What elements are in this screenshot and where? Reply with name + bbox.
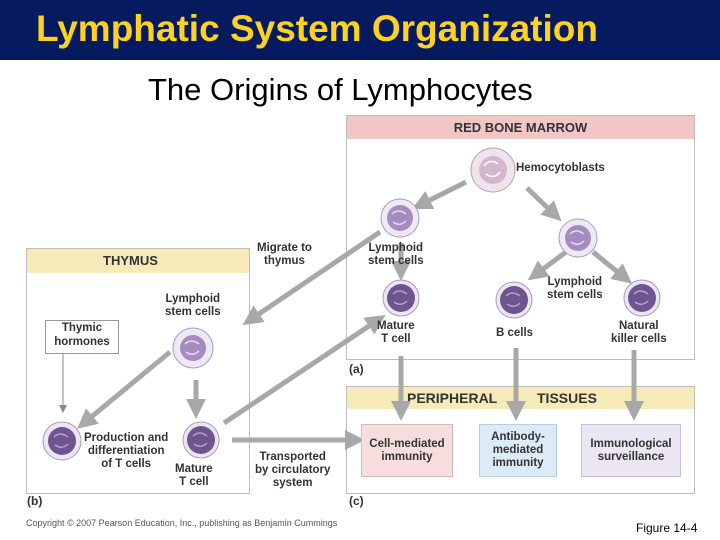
panel-c-label: (c) (349, 494, 364, 508)
red-bone-marrow-panel: RED BONE MARROW (346, 115, 695, 360)
b-cell (495, 281, 533, 319)
antibody-mediated-immunity-box: Antibody- mediated immunity (479, 424, 557, 477)
natural-killer-cells-label: Natural killer cells (611, 320, 667, 345)
immunological-surveillance-box: Immunological surveillance (581, 424, 681, 477)
b-cells-label: B cells (496, 327, 534, 339)
thymus-heading: THYMUS (27, 249, 249, 273)
slide-subtitle: The Origins of Lymphocytes (148, 72, 533, 107)
arrow-migrate-to-thymus (242, 229, 382, 326)
lymphoid-stem-cell-left (380, 198, 420, 238)
transported-label: Transported by circulatory system (255, 451, 331, 489)
production-label: Production and differentiation of T cell… (84, 432, 169, 470)
hemocytoblast-cell (470, 147, 516, 193)
thymus-mature-t-cell-label: Mature T cell (175, 463, 213, 488)
thymus-producing-t-cell (42, 421, 82, 461)
red-bone-marrow-heading: RED BONE MARROW (347, 116, 694, 139)
hemocytoblasts-label: Hemocytoblasts (516, 162, 605, 174)
lymphoid-stem-cells-left-label: Lymphoid stem cells (368, 242, 424, 267)
thymic-hormones-label: Thymic hormones (54, 322, 110, 348)
lymphoid-stem-cells-right-label: Lymphoid stem cells (547, 276, 603, 301)
panel-b-label: (b) (27, 494, 43, 508)
thymus-lymphoid-stem-cell (172, 327, 214, 369)
mature-t-cell-bone-marrow (382, 279, 420, 317)
arrow-thymus-lymphoid-to-production (77, 350, 172, 429)
arrow-hemo-to-lymphoid-right (525, 186, 562, 222)
thymus-mature-t-cell (182, 421, 220, 459)
arrow-lymphoid-to-nk (591, 250, 632, 284)
thymus-lymphoid-stem-cells-label: Lymphoid stem cells (165, 293, 221, 318)
arrow-hemo-to-lymphoid-left (411, 179, 468, 210)
arrow-mature-t-to-bone-marrow (222, 314, 386, 426)
thymic-hormones-box: Thymic hormones (45, 320, 119, 354)
mature-t-cell-label: Mature T cell (377, 320, 415, 345)
peripheral-heading-left: PERIPHERAL (407, 390, 498, 406)
figure-label: Figure 14-4 (636, 521, 698, 535)
title-bar (0, 0, 720, 60)
peripheral-heading-right: TISSUES (537, 390, 597, 406)
migrate-to-thymus-label: Migrate to thymus (257, 242, 312, 267)
cell-mediated-immunity-box: Cell-mediated immunity (361, 424, 453, 477)
peripheral-tissues-heading: PERIPHERAL TISSUES (347, 387, 694, 409)
natural-killer-cell (623, 279, 661, 317)
slide-title: Lymphatic System Organization (36, 8, 598, 49)
copyright-text: Copyright © 2007 Pearson Education, Inc.… (26, 518, 338, 528)
panel-a-label: (a) (349, 362, 364, 376)
arrow-lymphoid-to-b (527, 249, 568, 281)
lymphoid-stem-cell-right (558, 218, 598, 258)
